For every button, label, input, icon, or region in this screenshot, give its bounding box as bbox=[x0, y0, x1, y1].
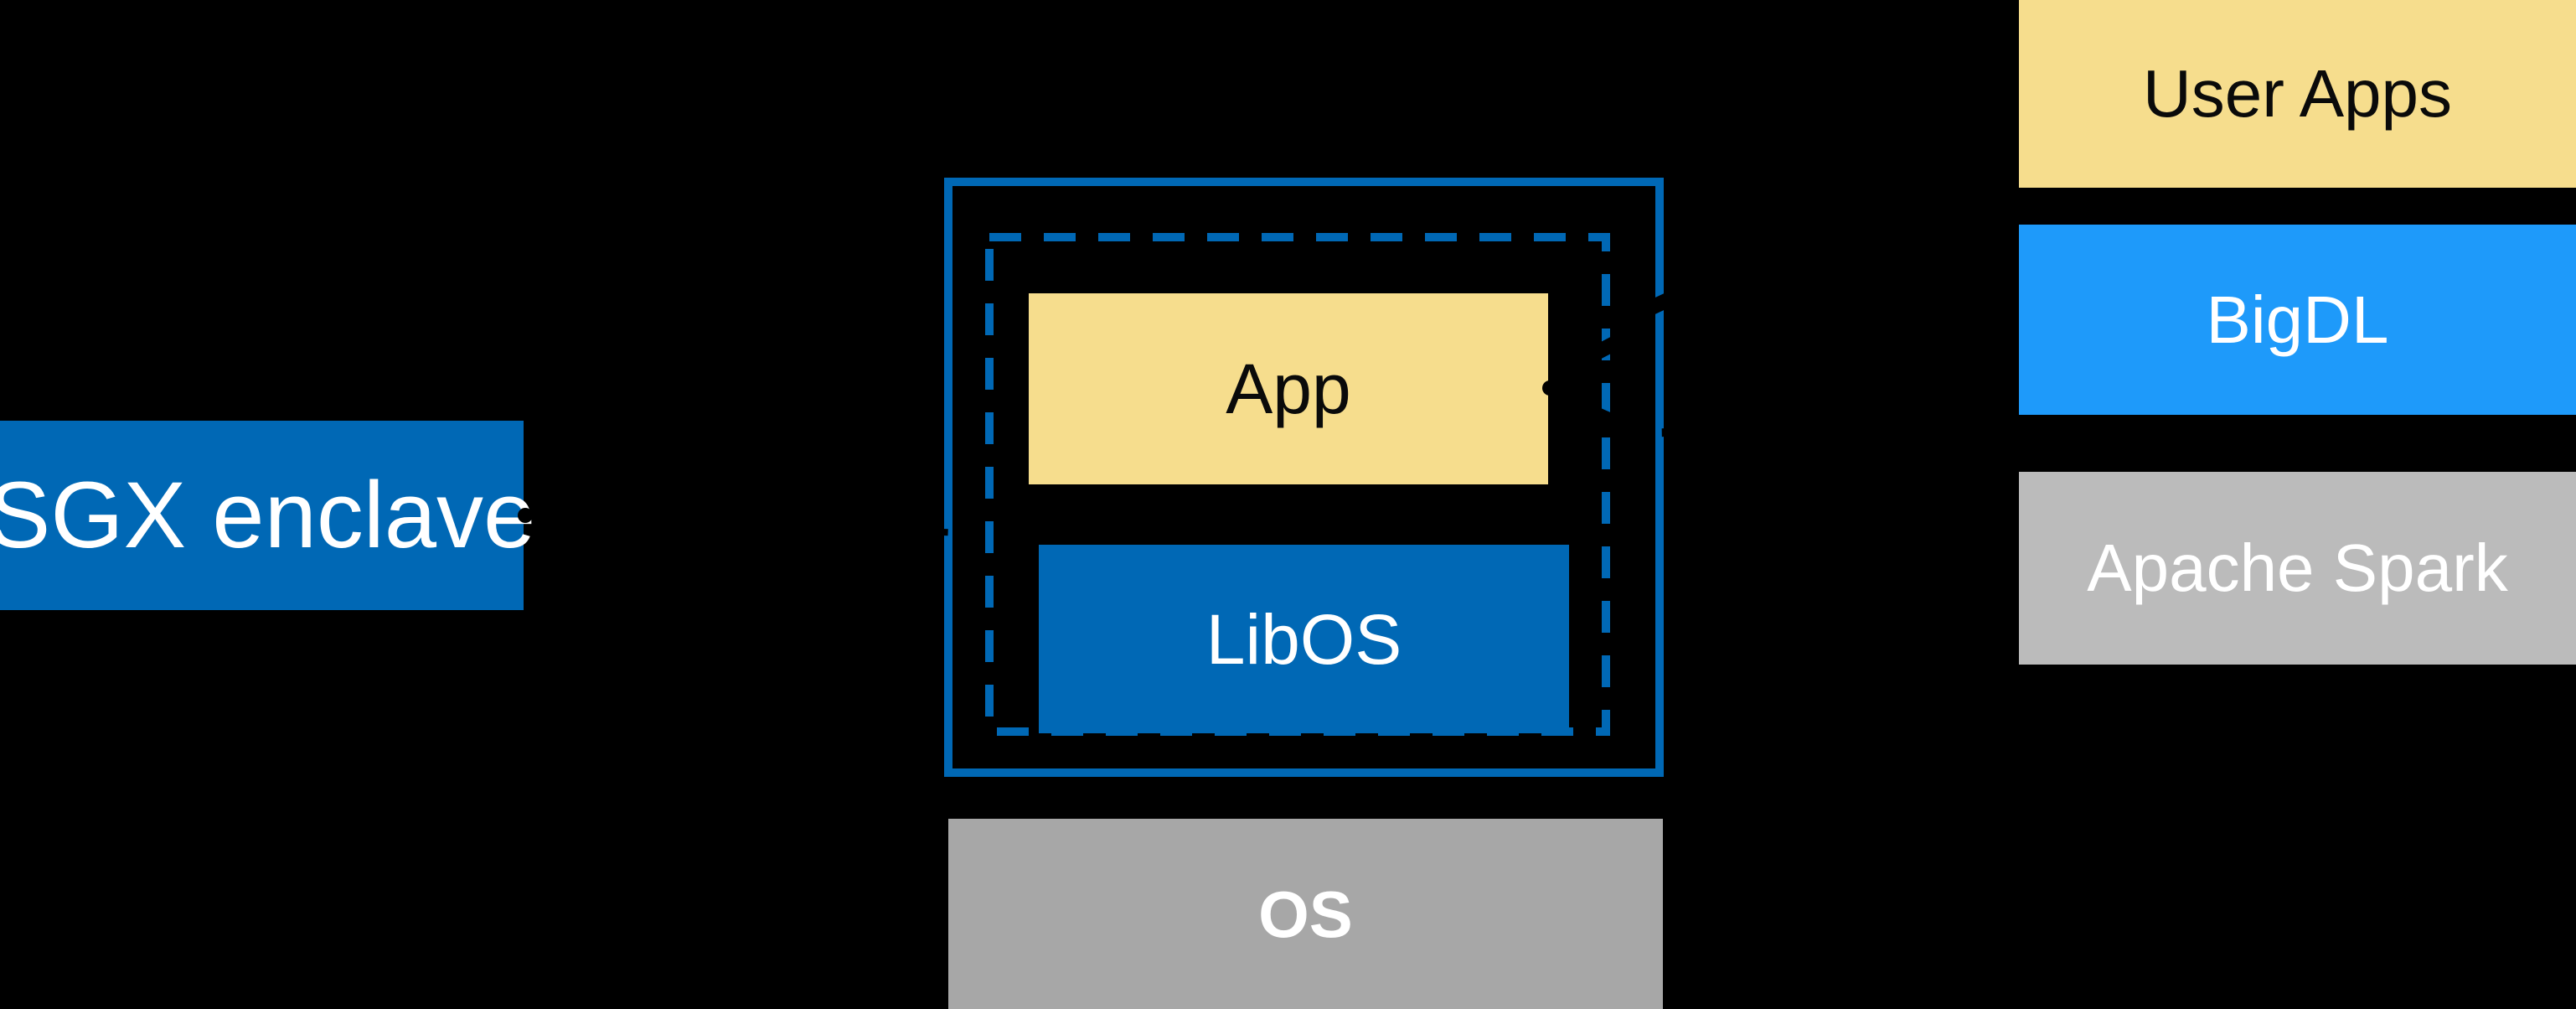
enclave-outer-border bbox=[944, 178, 1664, 777]
sgx-leader-dot bbox=[518, 508, 533, 523]
app-leader-dot bbox=[1542, 380, 1557, 396]
stack-apache-spark-label: Apache Spark bbox=[2087, 530, 2508, 605]
bigdl-to-app-dashed-arrow bbox=[1557, 272, 2018, 437]
libos-label: LibOS bbox=[1205, 599, 1402, 679]
stack-apache-spark-box: Apache Spark bbox=[2019, 472, 2576, 665]
app-label: App bbox=[1226, 349, 1351, 428]
arrow-notch-solid-border bbox=[1629, 284, 1689, 324]
stack-bigdl-box: BigDL bbox=[2019, 225, 2576, 415]
sgx-leader-line bbox=[532, 513, 986, 537]
os-box: OS bbox=[948, 819, 1663, 1009]
app-box: App bbox=[1029, 293, 1548, 484]
sgx-enclave-label: SGX enclave bbox=[0, 463, 536, 567]
arrow-notch-dashed-border bbox=[1581, 330, 1631, 365]
sgx-enclave-box: SGX enclave bbox=[0, 421, 535, 610]
os-label: OS bbox=[1258, 877, 1353, 951]
stack-user-apps-label: User Apps bbox=[2142, 56, 2453, 131]
stack-user-apps-box: User Apps bbox=[2019, 0, 2576, 188]
libos-box: LibOS bbox=[1039, 545, 1569, 733]
stack-bigdl-label: BigDL bbox=[2206, 282, 2389, 357]
